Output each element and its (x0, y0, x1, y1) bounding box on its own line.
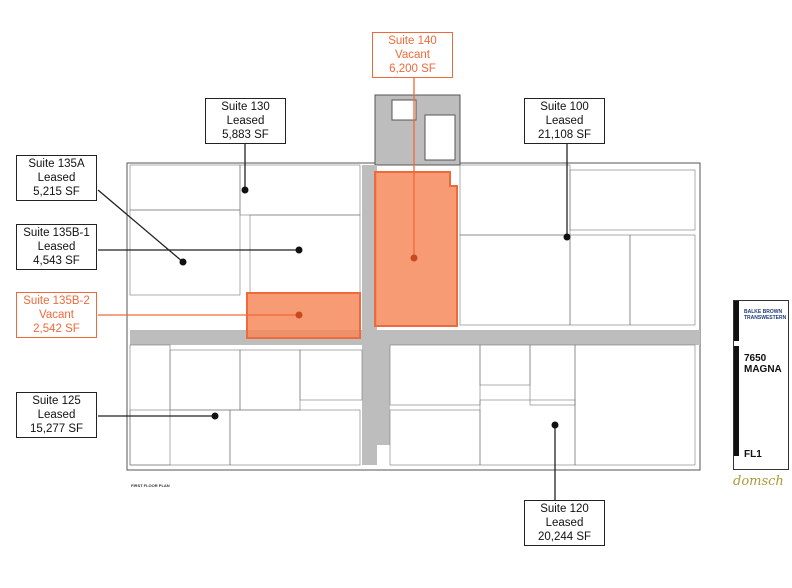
room-outline (239, 349, 301, 411)
suite-area: 4,543 SF (33, 255, 80, 267)
suite-name: Suite 125 (32, 395, 81, 407)
brand-logo: BALKE BROWN TRANSWESTERN (744, 309, 787, 321)
room-outline (299, 349, 363, 401)
suite-marker-dot (211, 412, 219, 420)
suite-area: 15,277 SF (29, 423, 84, 435)
room-outline (479, 399, 576, 466)
room-outline (129, 344, 171, 466)
room-outline (574, 344, 696, 466)
architect-signature: domsch (733, 474, 784, 489)
room-outline (459, 234, 571, 326)
suite-marker-dot (179, 258, 187, 266)
room-outline (389, 409, 481, 466)
suite-status: Leased (37, 241, 76, 253)
suite-callout-135a[interactable]: Suite 135A Leased 5,215 SF (16, 155, 97, 201)
suite-name: Suite 135B-1 (23, 227, 90, 239)
suite-area: 5,215 SF (33, 186, 80, 198)
suite-name: Suite 135A (28, 158, 85, 170)
room-outline (389, 344, 481, 406)
suite-status: Vacant (39, 309, 74, 321)
room-outline (229, 409, 361, 466)
suite-status: Leased (226, 115, 265, 127)
room-outline (129, 209, 241, 296)
suite-area: 5,883 SF (222, 129, 269, 141)
room-outline (249, 214, 361, 294)
suite-marker-dot (241, 186, 249, 194)
room-outline (479, 344, 531, 386)
suite-name: Suite 100 (540, 101, 589, 113)
suite-area: 6,200 SF (389, 63, 436, 75)
room-outline (239, 164, 361, 216)
suite-marker-dot (295, 246, 303, 254)
suite-marker-dot (410, 254, 418, 262)
room-outline (569, 234, 631, 326)
suite-status: Leased (545, 517, 584, 529)
suite-name: Suite 140 (388, 35, 437, 47)
plan-title: FIRST FLOOR PLAN (131, 483, 170, 488)
suite-status: Leased (37, 409, 76, 421)
suite-marker-dot (563, 233, 571, 241)
room-outline (129, 164, 241, 211)
suite-area: 21,108 SF (537, 129, 592, 141)
room-outline (629, 234, 696, 326)
suite-140-highlight[interactable] (374, 171, 458, 327)
leader-line (97, 189, 184, 263)
room-outline (424, 114, 456, 161)
suite-area: 2,542 SF (33, 323, 80, 335)
room-outline (529, 344, 576, 406)
suite-area: 20,244 SF (537, 531, 592, 543)
suite-status: Leased (545, 115, 584, 127)
room-outline (569, 169, 696, 231)
sheet-number: FL1 (744, 449, 762, 460)
suite-status: Leased (37, 172, 76, 184)
suite-name: Suite 120 (540, 503, 589, 515)
suite-name: Suite 135B-2 (23, 295, 90, 307)
room-outline (169, 349, 241, 411)
suite-marker-dot (551, 421, 559, 429)
room-outline (459, 164, 571, 236)
suite-name: Suite 130 (221, 101, 270, 113)
suite-marker-dot (295, 311, 303, 319)
title-block: BALKE BROWN TRANSWESTERN 7650 MAGNA FL1 (733, 300, 789, 470)
suite-status: Vacant (395, 49, 430, 61)
room-outline (391, 99, 417, 121)
building-name: 7650 MAGNA (744, 353, 782, 375)
